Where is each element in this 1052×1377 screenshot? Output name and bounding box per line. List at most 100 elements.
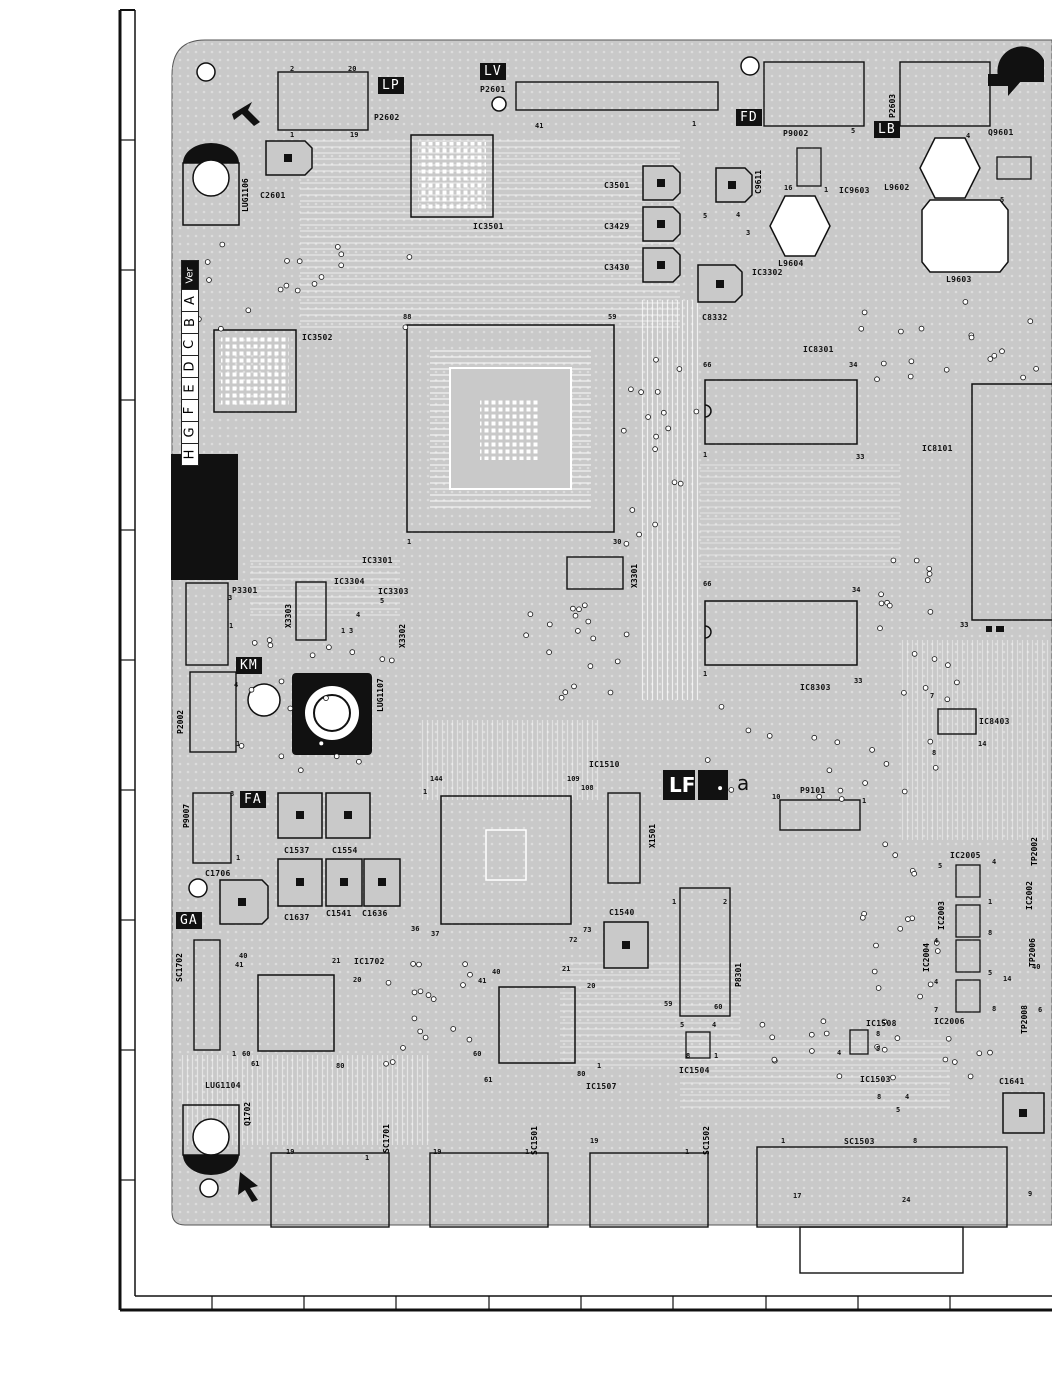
via <box>406 254 413 260</box>
via <box>886 602 893 609</box>
via <box>962 299 969 305</box>
via <box>278 753 285 760</box>
pin-label: 19 <box>286 1148 295 1156</box>
ref-c3501: C3501 <box>604 181 630 190</box>
via <box>333 753 340 760</box>
via <box>251 640 258 646</box>
via <box>811 734 818 741</box>
tag-ga: GA <box>176 912 202 929</box>
ref-x3301: X3301 <box>630 563 639 588</box>
via <box>245 307 252 314</box>
via <box>858 325 865 332</box>
via <box>326 644 332 651</box>
version-letter-b: B <box>181 311 199 334</box>
via <box>402 324 409 331</box>
via <box>385 979 392 986</box>
ref-ic3304: IC3304 <box>334 577 365 586</box>
pin-label: 4 <box>712 1021 717 1029</box>
pin-label: 2 <box>290 65 295 73</box>
lf-tag-boxes <box>663 770 728 800</box>
ic8101-body <box>971 383 1052 621</box>
via <box>296 258 303 265</box>
via <box>826 767 833 774</box>
ref-p9101: P9101 <box>800 786 826 795</box>
via <box>926 565 932 572</box>
via <box>931 656 938 662</box>
via <box>323 695 329 701</box>
via <box>880 360 887 367</box>
via <box>991 352 998 359</box>
via <box>338 262 345 269</box>
pin-label: 4 <box>934 937 939 945</box>
pin-label: 88 <box>403 313 412 321</box>
via <box>693 408 700 415</box>
ref-q1702: Q1702 <box>243 1101 252 1126</box>
via <box>924 577 931 583</box>
via <box>218 325 224 332</box>
via <box>248 686 255 693</box>
via <box>294 287 301 294</box>
version-letter-a: A <box>181 289 199 312</box>
pin-label: 1 <box>703 670 708 678</box>
via <box>318 274 325 280</box>
pin-label: 21 <box>332 957 341 965</box>
ref-c1706: C1706 <box>205 869 231 878</box>
pin-label: 8 <box>913 1137 918 1145</box>
ref-p2603: P2603 <box>888 93 897 118</box>
ref-ic1510: IC1510 <box>589 760 620 769</box>
via <box>349 649 356 655</box>
pin-label: 34 <box>852 586 861 594</box>
pin-label: 6 <box>1038 1006 1043 1014</box>
via <box>467 971 473 978</box>
pin-label: 1 <box>781 1137 786 1145</box>
pin-label: 1 <box>229 622 234 630</box>
pin-label: 61 <box>251 1060 260 1068</box>
via <box>623 631 630 638</box>
ref-ic1508: IC1508 <box>866 1019 897 1028</box>
version-letter-d: D <box>181 355 199 378</box>
tag-lp: LP <box>378 77 404 94</box>
via <box>620 427 627 434</box>
via <box>410 961 416 967</box>
pin-label: 36 <box>411 925 420 933</box>
via <box>933 940 940 946</box>
via <box>581 602 588 609</box>
via <box>932 764 939 771</box>
pin-label: 2 <box>723 898 728 906</box>
pin-label: 9 <box>1028 1190 1033 1198</box>
via <box>894 1035 901 1041</box>
version-letter-g: G <box>181 421 199 444</box>
board-body <box>171 39 1052 1226</box>
via <box>862 780 868 786</box>
via <box>913 557 920 564</box>
pin-label: 66 <box>703 361 712 369</box>
pin-label: 41 <box>235 961 244 969</box>
via <box>704 757 711 763</box>
capacitors <box>219 140 1045 1134</box>
ref-c9611: C9611 <box>754 169 763 194</box>
via <box>823 1030 830 1037</box>
version-heading: Ver <box>181 260 199 290</box>
via <box>277 286 284 293</box>
via <box>636 531 642 538</box>
pin-label: 8 <box>992 1005 997 1013</box>
pin-label: 20 <box>348 65 357 73</box>
via <box>890 1074 896 1081</box>
ref-p9002: P9002 <box>783 129 809 138</box>
via <box>527 611 534 617</box>
via <box>908 358 915 365</box>
pin-label: 5 <box>896 1106 901 1114</box>
via <box>383 1061 389 1067</box>
pin-label: 40 <box>1032 963 1041 971</box>
pin-label: 1 <box>685 1148 690 1156</box>
via <box>926 571 933 577</box>
pin-label: 16 <box>784 184 793 192</box>
ref-ic2006: IC2006 <box>934 1017 965 1026</box>
via <box>430 996 437 1002</box>
pin-label: 66 <box>703 580 712 588</box>
via <box>466 1036 473 1043</box>
via <box>575 628 581 634</box>
pin-label: 1 <box>236 854 241 862</box>
ref-p2601: P2601 <box>480 85 506 94</box>
via <box>576 606 582 613</box>
